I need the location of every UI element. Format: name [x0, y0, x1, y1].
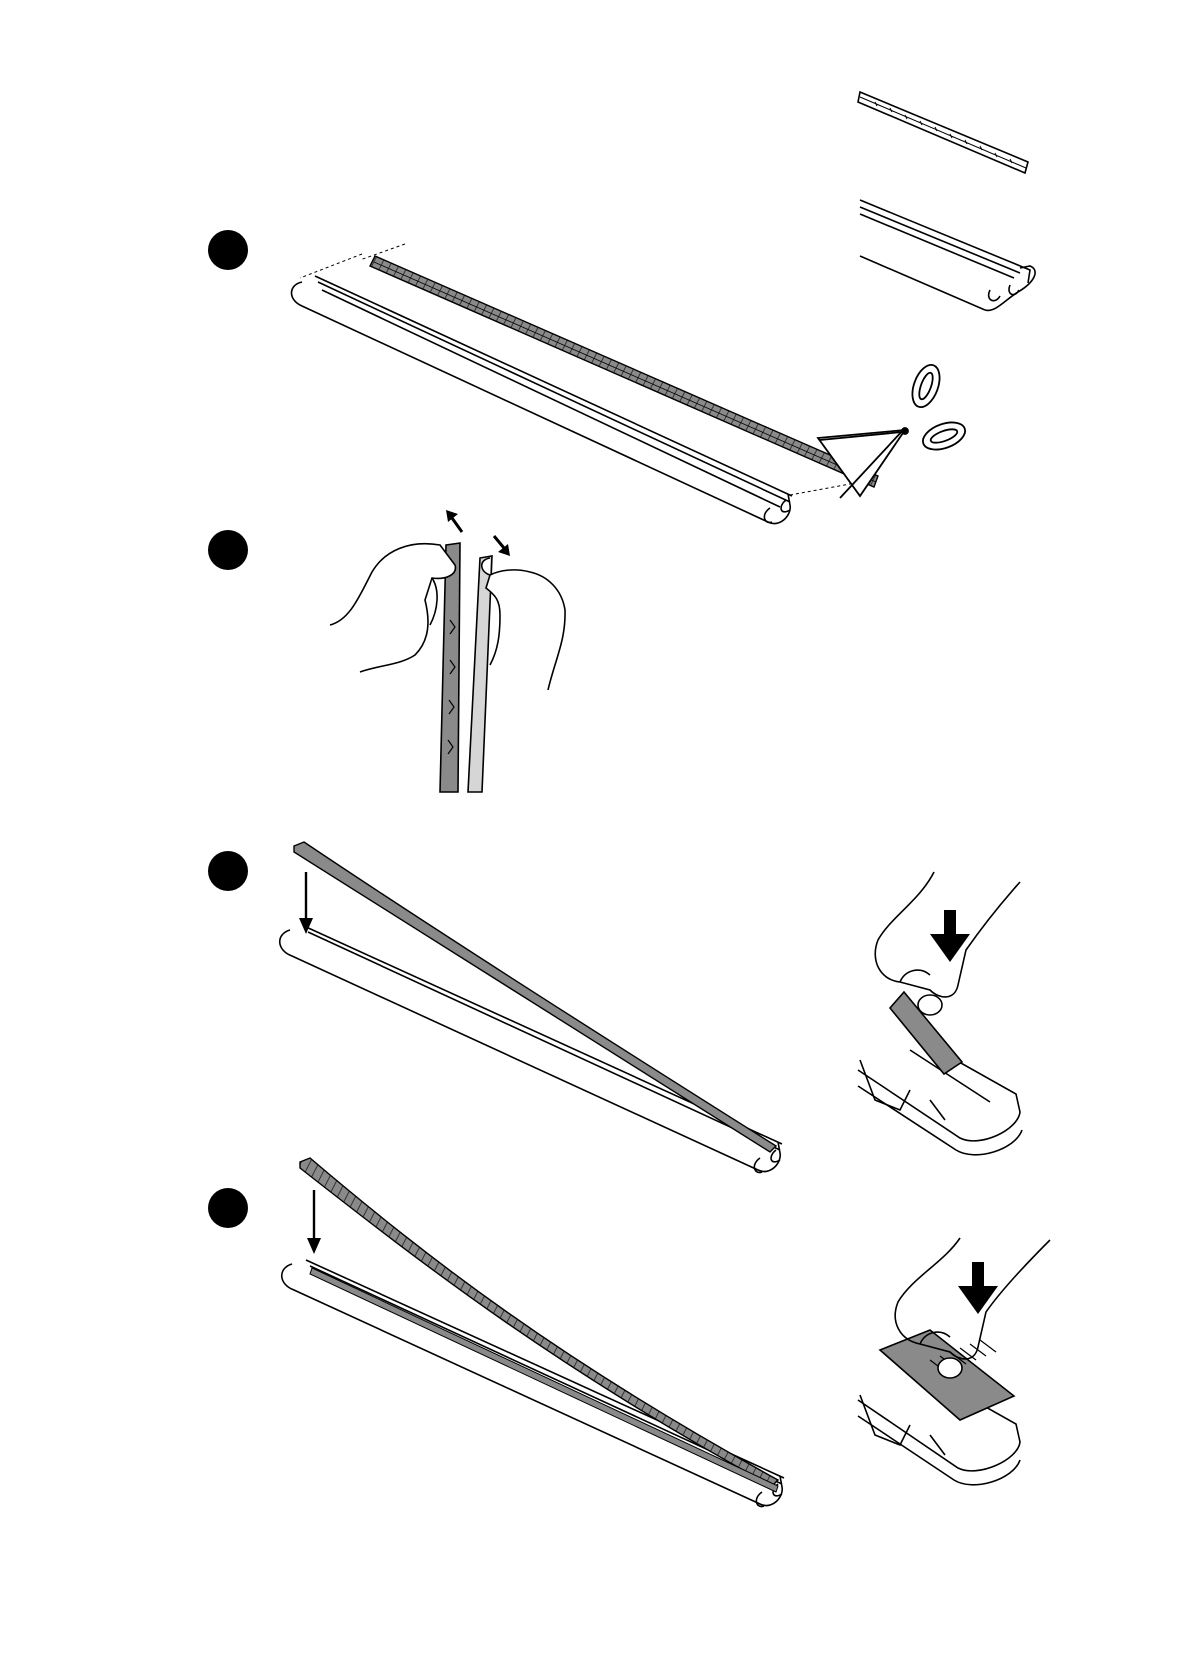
- step3-detail-arrow-down-icon: [930, 910, 970, 962]
- scissors-icon: [818, 361, 969, 498]
- step4-detail-arrow-down-icon: [958, 1262, 998, 1314]
- arrow-down-icon: [494, 536, 510, 556]
- bar-end-detail-top: [860, 200, 1035, 310]
- step4-detail-hand: [858, 1238, 1050, 1485]
- step3-detail-hand: [858, 872, 1022, 1155]
- step2-strip: [440, 543, 492, 792]
- step3-rubber-strip: [294, 842, 776, 1152]
- step1-strip: [370, 256, 878, 487]
- step4-bar: [282, 1260, 784, 1507]
- step4-arrow-down-icon: [307, 1190, 321, 1254]
- step3-bar: [280, 926, 782, 1173]
- step3-arrow-down-icon: [299, 872, 313, 934]
- arrow-up-icon: [446, 510, 462, 532]
- strip-detail-top: [858, 92, 1028, 173]
- step1-bar: [292, 244, 851, 524]
